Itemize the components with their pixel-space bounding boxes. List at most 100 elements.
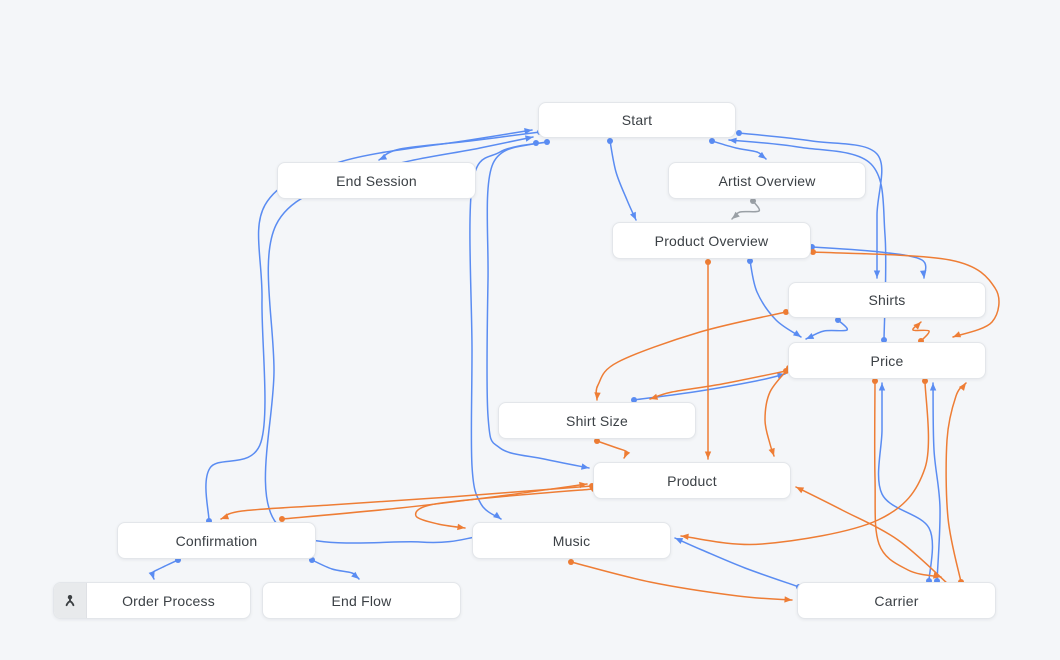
- edge-confirmation-end-flow[interactable]: [309, 557, 360, 580]
- node-label: Order Process: [122, 592, 215, 609]
- edge-product-overview-shirts[interactable]: [809, 244, 927, 279]
- node-label: End Flow: [331, 592, 392, 609]
- node-label: Product Overview: [654, 232, 769, 249]
- node-carrier[interactable]: Carrier: [797, 582, 996, 619]
- edge-arrowhead: [878, 383, 886, 391]
- edge-confirmation-order-process[interactable]: [148, 557, 181, 580]
- node-label: Music: [552, 532, 591, 549]
- edge-arrowhead: [920, 270, 927, 278]
- edge-product-overview-price[interactable]: [747, 258, 802, 338]
- edge-source-dot: [835, 317, 841, 323]
- edge-arrowhead: [221, 513, 230, 520]
- edge-start-artist-overview[interactable]: [709, 138, 767, 160]
- edge-arrowhead: [958, 383, 966, 391]
- node-shirts[interactable]: Shirts: [788, 282, 986, 318]
- edge-source-dot: [922, 378, 928, 384]
- edge-price-music[interactable]: [680, 378, 930, 546]
- edge-source-dot: [631, 397, 637, 403]
- edge-arrowhead: [732, 211, 740, 219]
- edge-arrowhead: [524, 128, 532, 135]
- node-product[interactable]: Product: [593, 462, 791, 499]
- edge-start-product-overview[interactable]: [607, 138, 637, 221]
- node-label: Artist Overview: [718, 172, 816, 189]
- edge-confirmation-product[interactable]: [279, 481, 588, 522]
- edge-shirt-size-price[interactable]: [631, 372, 786, 403]
- edge-start-shirts[interactable]: [736, 130, 883, 279]
- edge-arrowhead: [624, 449, 631, 458]
- node-product-overview[interactable]: Product Overview: [612, 222, 811, 259]
- edge-source-dot: [747, 258, 753, 264]
- edge-arrowhead: [579, 481, 587, 489]
- edge-source-dot: [607, 138, 613, 144]
- node-end-session[interactable]: End Session: [277, 162, 476, 199]
- flow-start-icon: [54, 583, 87, 618]
- node-order-process[interactable]: Order Process: [53, 582, 251, 619]
- edge-shirt-size-product[interactable]: [594, 438, 631, 459]
- edge-arrowhead: [873, 270, 881, 278]
- edge-source-dot: [709, 138, 715, 144]
- edge-arrowhead: [793, 330, 801, 337]
- node-label: Start: [621, 112, 653, 128]
- edge-arrowhead: [650, 393, 659, 400]
- node-label: End Session: [336, 172, 417, 189]
- edge-source-dot: [568, 559, 574, 565]
- edge-source-dot: [544, 139, 550, 145]
- edge-start-end-session[interactable]: [378, 129, 543, 161]
- edge-arrowhead: [913, 322, 921, 330]
- edge-music-carrier[interactable]: [568, 559, 793, 603]
- edge-arrowhead: [581, 463, 589, 470]
- edge-arrowhead: [953, 331, 962, 338]
- edge-product-overview-product[interactable]: [704, 259, 712, 460]
- edge-source-dot: [533, 140, 539, 146]
- edge-price-start[interactable]: [728, 137, 887, 343]
- edge-arrowhead: [351, 571, 359, 579]
- edge-source-dot: [783, 309, 789, 315]
- edge-source-dot: [594, 438, 600, 444]
- edge-source-dot: [736, 130, 742, 136]
- node-label: Confirmation: [175, 532, 258, 549]
- edge-shirts-price[interactable]: [805, 317, 849, 340]
- edge-source-dot: [750, 198, 756, 204]
- edge-source-dot: [705, 259, 711, 265]
- edge-arrowhead: [758, 151, 766, 159]
- edge-arrowhead: [594, 392, 601, 400]
- node-label: Shirts: [868, 292, 906, 308]
- node-artist-overview[interactable]: Artist Overview: [668, 162, 866, 199]
- edge-source-dot: [279, 516, 285, 522]
- edge-start-product[interactable]: [486, 140, 590, 470]
- edge-arrowhead: [148, 570, 155, 579]
- node-confirmation[interactable]: Confirmation: [117, 522, 316, 559]
- node-label: Carrier: [874, 592, 919, 609]
- edge-arrowhead: [796, 487, 805, 494]
- edge-shirts-shirt-size[interactable]: [594, 309, 789, 401]
- edge-carrier-price[interactable]: [877, 382, 934, 584]
- edge-arrowhead: [784, 596, 792, 603]
- node-label: Shirt Size: [566, 412, 628, 429]
- edge-arrowhead: [525, 135, 533, 142]
- edge-arrowhead: [768, 447, 775, 456]
- edge-source-dot: [881, 337, 887, 343]
- edge-arrowhead: [379, 153, 388, 160]
- edge-carrier-music[interactable]: [674, 537, 802, 590]
- edge-arrowhead: [681, 533, 689, 540]
- node-music[interactable]: Music: [472, 522, 671, 559]
- node-shirt-size[interactable]: Shirt Size: [498, 402, 696, 439]
- edge-price-shirts[interactable]: [912, 321, 930, 344]
- node-price[interactable]: Price: [788, 342, 986, 379]
- edge-artist-overview-product-overview[interactable]: [731, 198, 761, 220]
- edge-arrowhead: [933, 572, 941, 579]
- edge-carrier-price[interactable]: [945, 382, 967, 585]
- edge-source-dot: [810, 249, 816, 255]
- node-end-flow[interactable]: End Flow: [262, 582, 461, 619]
- edge-price-carrier[interactable]: [872, 378, 942, 579]
- edge-product-overview-price[interactable]: [810, 249, 1000, 338]
- node-label: Product: [667, 472, 717, 489]
- edge-product-confirmation[interactable]: [220, 483, 595, 520]
- node-start[interactable]: Start: [538, 102, 736, 138]
- edge-arrowhead: [929, 383, 937, 391]
- edge-carrier-product[interactable]: [795, 486, 952, 588]
- edge-start-music[interactable]: [469, 139, 550, 520]
- edge-arrowhead: [493, 511, 501, 519]
